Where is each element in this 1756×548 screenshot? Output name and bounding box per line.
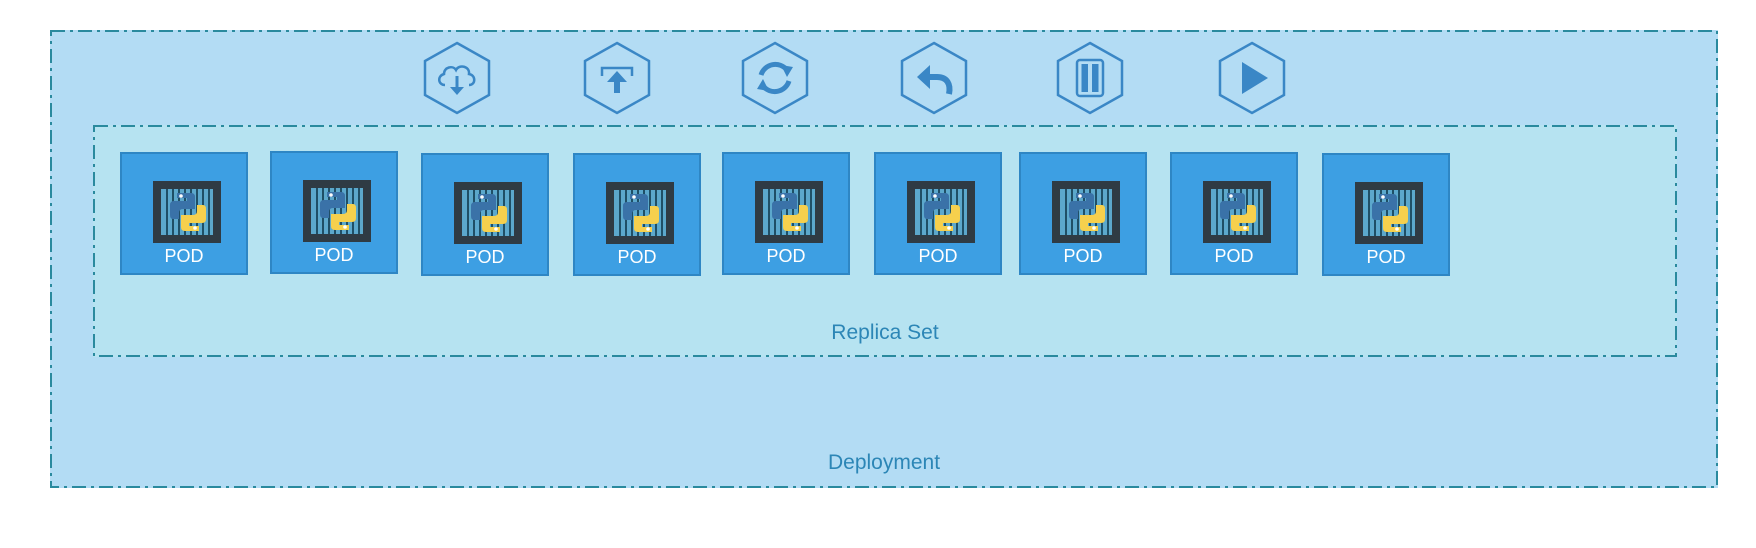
pod-label: POD	[918, 246, 958, 266]
play-icon[interactable]	[1215, 40, 1289, 116]
python-container-icon	[454, 182, 522, 244]
pod-4[interactable]: POD	[573, 153, 701, 276]
upload-icon[interactable]	[580, 40, 654, 116]
pod-5[interactable]: POD	[722, 152, 850, 275]
python-container-icon	[1355, 182, 1423, 244]
pod-1[interactable]: POD	[120, 152, 248, 275]
python-container-icon	[755, 181, 823, 243]
pod-label: POD	[1214, 246, 1254, 266]
pod-7[interactable]: POD	[1019, 152, 1147, 275]
pod-label: POD	[617, 247, 657, 267]
pod-label: POD	[465, 247, 505, 267]
pod-6[interactable]: POD	[874, 152, 1002, 275]
python-container-icon	[1203, 181, 1271, 243]
python-container-icon	[606, 182, 674, 244]
pod-label: POD	[164, 246, 204, 266]
pod-label: POD	[1063, 246, 1103, 266]
deployment-label: Deployment	[827, 451, 941, 474]
pod-label: POD	[766, 246, 806, 266]
undo-icon[interactable]	[897, 40, 971, 116]
python-container-icon	[153, 181, 221, 243]
python-container-icon	[1052, 181, 1120, 243]
download-icon[interactable]	[420, 40, 494, 116]
pod-label: POD	[1366, 247, 1406, 267]
pod-label: POD	[314, 245, 354, 265]
deployment-container: POD POD	[50, 30, 1718, 488]
pod-8[interactable]: POD	[1170, 152, 1298, 275]
pod-3[interactable]: POD	[421, 153, 549, 276]
python-container-icon	[303, 180, 371, 242]
replica-set-label: Replica Set	[831, 321, 939, 344]
pod-2[interactable]: POD	[270, 151, 398, 274]
python-container-icon	[907, 181, 975, 243]
action-toolbar	[50, 40, 1718, 120]
refresh-icon[interactable]	[738, 40, 812, 116]
pod-9[interactable]: POD	[1322, 153, 1450, 276]
pause-icon[interactable]	[1053, 40, 1127, 116]
replica-set-container: POD POD	[93, 125, 1677, 357]
